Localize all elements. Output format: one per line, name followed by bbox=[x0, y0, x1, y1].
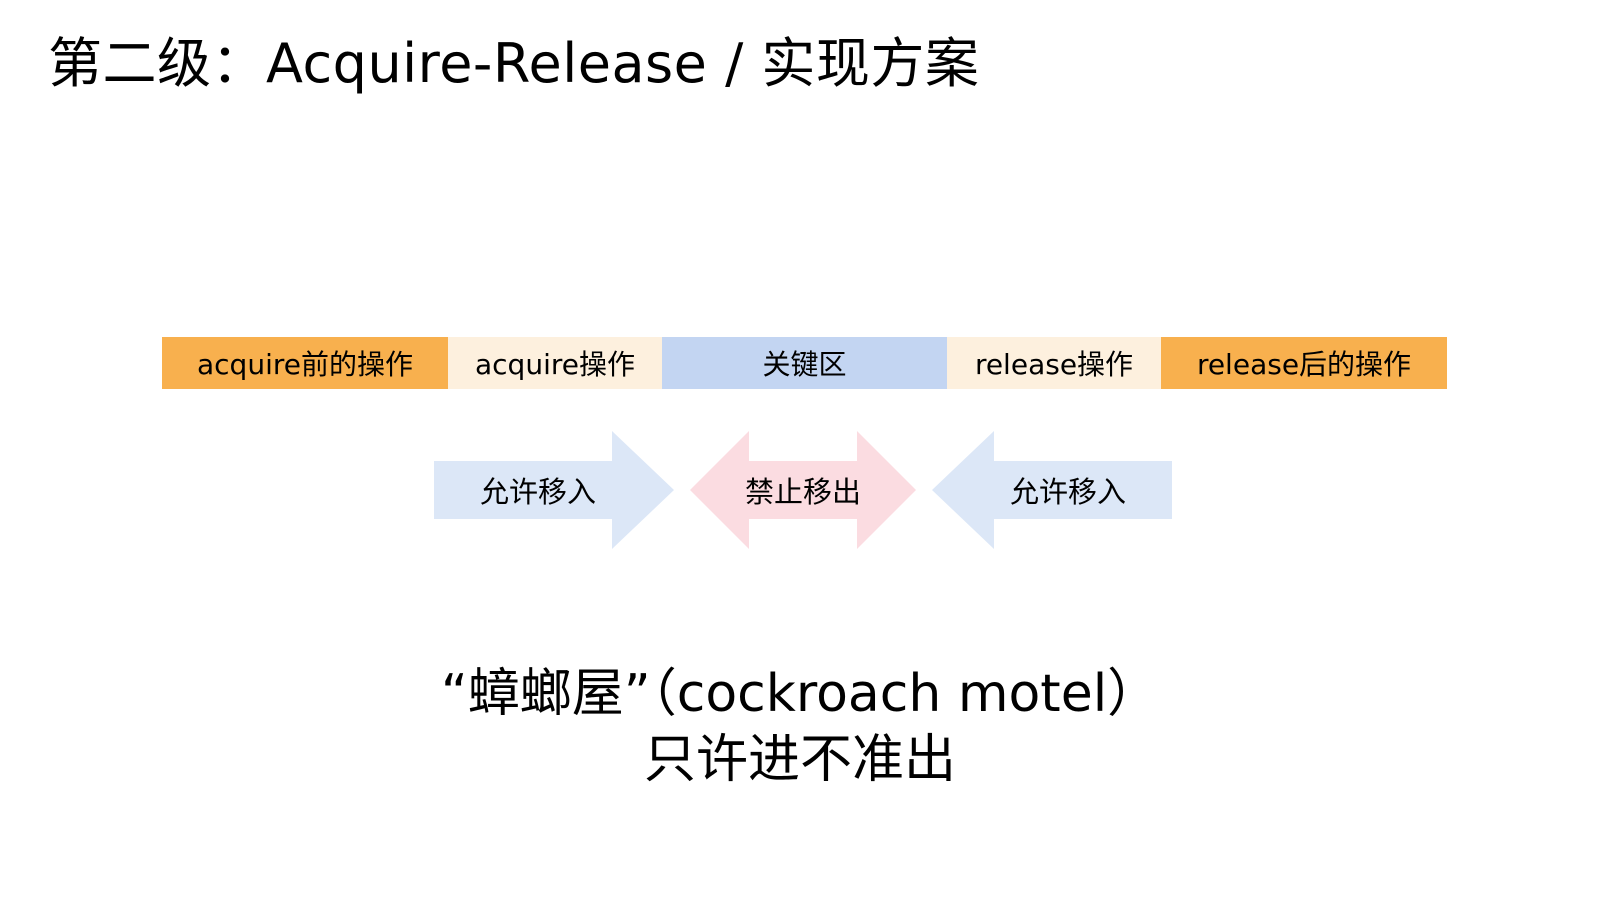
segment-label: release操作 bbox=[974, 348, 1134, 381]
right-arrow-icon bbox=[434, 431, 674, 549]
caption-line-1: “蟑螂屋”（cockroach motel） bbox=[440, 664, 1160, 724]
arrow-label: 禁止移出 bbox=[744, 475, 861, 509]
segment-acquire: acquire操作 bbox=[448, 337, 662, 389]
segment-critical-section: 关键区 bbox=[662, 337, 947, 389]
right-arrow-shape bbox=[434, 431, 674, 549]
segment-label: 关键区 bbox=[762, 348, 847, 381]
segment-release: release操作 bbox=[947, 337, 1161, 389]
segment-label: acquire操作 bbox=[475, 348, 635, 381]
left-arrow-icon bbox=[932, 431, 1172, 549]
arrow-forbid-move-out: 禁止移出 bbox=[690, 431, 916, 549]
slide-title: 第二级：Acquire-Release / 实现方案 bbox=[48, 32, 980, 95]
left-arrow-shape bbox=[932, 431, 1172, 549]
arrow-allow-move-in-right: 允许移入 bbox=[932, 431, 1172, 549]
segment-before-acquire: acquire前的操作 bbox=[162, 337, 448, 389]
segment-after-release: release后的操作 bbox=[1161, 337, 1447, 389]
segment-label: release后的操作 bbox=[1196, 348, 1412, 381]
arrow-label: 允许移入 bbox=[479, 475, 596, 509]
arrow-allow-move-in-left: 允许移入 bbox=[434, 431, 674, 549]
caption-line-2: 只许进不准出 bbox=[643, 730, 956, 790]
double-arrow-icon bbox=[690, 431, 916, 549]
arrow-label: 允许移入 bbox=[1009, 475, 1126, 509]
double-arrow-shape bbox=[690, 431, 916, 549]
segment-label: acquire前的操作 bbox=[197, 348, 413, 381]
